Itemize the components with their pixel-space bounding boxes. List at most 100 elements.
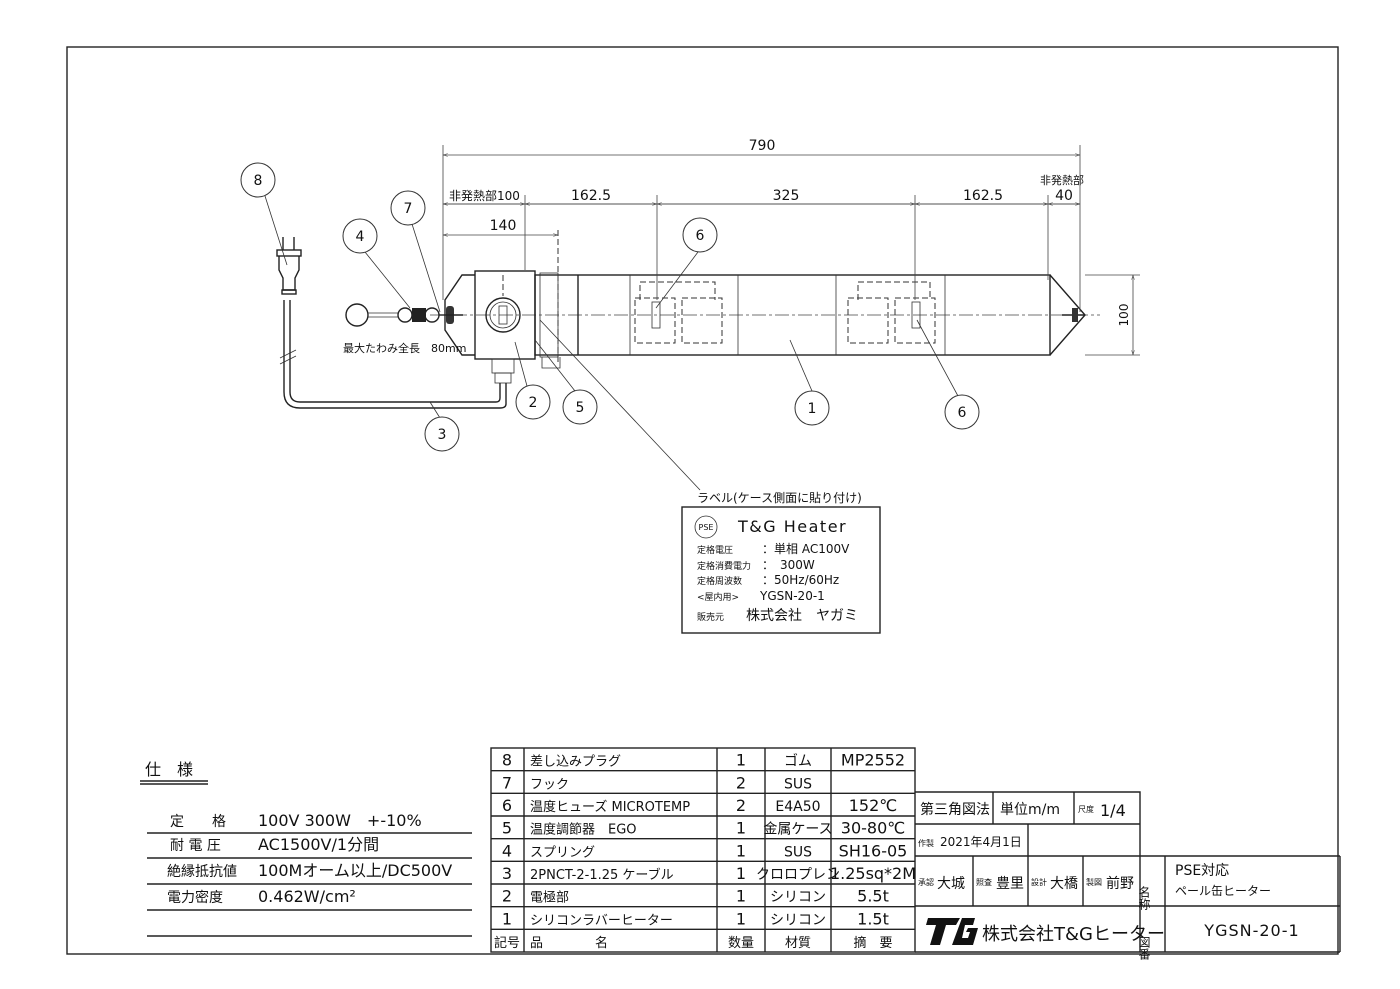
parts-cell: SUS	[784, 844, 812, 860]
dim-non-heat-right: 40	[1055, 188, 1073, 204]
parts-cell: 4	[502, 841, 512, 860]
svg-text:単位m/m: 単位m/m	[1000, 802, 1060, 818]
parts-cell: 5.5t	[857, 887, 889, 906]
svg-text:2021年4月1日: 2021年4月1日	[940, 835, 1022, 849]
svg-text:1: 1	[808, 401, 817, 417]
svg-text:7: 7	[404, 201, 413, 217]
parts-cell: 8	[502, 751, 512, 770]
parts-cell: 1	[736, 751, 746, 770]
svg-text:作製: 作製	[918, 838, 934, 848]
parts-cell: ゴム	[784, 753, 812, 770]
parts-cell: 1	[736, 887, 746, 906]
balloon-2: 2	[515, 384, 551, 420]
parts-cell: 3	[502, 864, 512, 883]
svg-text:：単相 AC100V: ：単相 AC100V	[762, 542, 850, 556]
svg-text:5: 5	[576, 400, 585, 416]
spring-note: 最大たわみ全長 80mm	[343, 341, 466, 355]
dim-seg1: 162.5	[571, 188, 611, 204]
svg-text:定格周波数: 定格周波数	[697, 575, 742, 587]
parts-cell: 2	[736, 773, 746, 792]
svg-text:0.462W/cm²: 0.462W/cm²	[258, 887, 356, 906]
parts-cell: 電極部	[530, 890, 569, 906]
balloon-8: 8	[240, 162, 276, 198]
parts-cell: 1.25sq*2M	[830, 864, 916, 883]
svg-text:100Mオーム以上/DC500V: 100Mオーム以上/DC500V	[258, 861, 452, 880]
dimensions: 790 非発熱部100 162.5 325 162.5 非発熱部 40 140 …	[443, 138, 1140, 365]
parts-cell: シリコンラバーヒーター	[530, 913, 673, 928]
parts-cell: 30-80℃	[841, 819, 905, 838]
svg-text:ペール缶ヒーター: ペール缶ヒーター	[1175, 884, 1271, 898]
svg-text:2: 2	[529, 395, 538, 411]
svg-text:定格電圧: 定格電圧	[697, 544, 733, 556]
dim-non-heat-left: 非発熱部100	[449, 188, 520, 203]
parts-cell: 温度調節器 EGO	[530, 822, 637, 838]
parts-cell: シリコン	[770, 912, 826, 928]
thermostat-dial	[485, 297, 521, 333]
parts-cell: 1.5t	[857, 909, 889, 928]
drawing-number: YGSN-20-1	[1203, 921, 1299, 940]
spec-title: 仕 様	[145, 760, 193, 779]
svg-text:3: 3	[438, 427, 447, 443]
parts-header-cell: 摘 要	[853, 935, 892, 951]
parts-cell: 温度ヒューズ MICROTEMP	[530, 799, 690, 815]
label-caption: ラベル(ケース側面に貼り付け)	[697, 490, 862, 505]
company-logo-icon	[926, 918, 978, 945]
parts-cell: 差し込みプラグ	[530, 755, 621, 770]
parts-cell: SUS	[784, 776, 812, 792]
parts-header-cell: 品 名	[530, 935, 608, 951]
parts-cell: E4A50	[775, 799, 820, 815]
parts-cell: スプリング	[530, 845, 595, 860]
svg-text:製図: 製図	[1086, 877, 1102, 887]
dim-box-width: 140	[490, 218, 517, 234]
pse-mark-icon	[694, 515, 718, 539]
dim-non-heat-right-label: 非発熱部	[1040, 173, 1084, 187]
parts-cell: 2	[502, 887, 512, 906]
drawing-border	[66, 46, 1339, 955]
svg-text:AC1500V/1分間: AC1500V/1分間	[258, 835, 379, 854]
svg-text:名称: 名称	[1137, 885, 1151, 910]
parts-cell: クロロプレン	[756, 867, 840, 883]
balloon-5: 5	[562, 389, 598, 425]
cable-gland	[491, 358, 515, 374]
balloon-7: 7	[390, 190, 426, 226]
parts-cell: SH16-05	[839, 841, 908, 860]
parts-cell: 金属ケース	[763, 822, 832, 838]
title-block: 第三角図法 単位m/m 尺度 1/4 作製 2021年4月1日 承認大城 照査豊…	[915, 791, 1341, 961]
svg-text:6: 6	[696, 228, 705, 244]
label-brand: T&G Heater	[737, 517, 847, 536]
svg-text:株式会社 ヤガミ: 株式会社 ヤガミ	[746, 608, 858, 624]
svg-text:絶縁抵抗値: 絶縁抵抗値	[167, 864, 237, 880]
parts-cell: 1	[736, 909, 746, 928]
balloons: 8 7 4 6 2 5 1 6 3	[240, 162, 980, 491]
svg-text:1/4: 1/4	[1100, 801, 1126, 820]
balloon-1: 1	[794, 390, 830, 426]
svg-text:大橋: 大橋	[1050, 876, 1078, 892]
cable	[289, 300, 501, 403]
svg-text:：50Hz/60Hz: ：50Hz/60Hz	[762, 573, 839, 587]
svg-text:定 格: 定 格	[170, 814, 226, 830]
svg-text:大城: 大城	[937, 876, 965, 892]
svg-text:第三角図法: 第三角図法	[920, 801, 990, 818]
label-box: ラベル(ケース側面に貼り付け) PSE T&G Heater 定格電圧：単相 A…	[681, 490, 881, 634]
svg-text:設計: 設計	[1031, 877, 1047, 887]
thermal-fuse-icon	[651, 301, 661, 329]
svg-text:照査: 照査	[976, 877, 992, 887]
parts-header-cell: 数量	[728, 936, 754, 951]
svg-text:耐 電 圧: 耐 電 圧	[170, 838, 221, 854]
balloon-6: 6	[682, 217, 718, 253]
balloon-3: 3	[424, 416, 460, 452]
svg-text:6: 6	[958, 405, 967, 421]
company-name: 株式会社T&Gヒーター	[982, 924, 1165, 945]
balloon-4: 4	[342, 218, 378, 254]
svg-text:YGSN-20-1: YGSN-20-1	[759, 589, 825, 603]
svg-text:承認: 承認	[918, 877, 934, 887]
parts-cell: 7	[502, 773, 512, 792]
parts-cell: 6	[502, 796, 512, 815]
parts-cell: フック	[530, 777, 569, 792]
parts-cell: 1	[736, 841, 746, 860]
heater-body: 最大たわみ全長 80mm	[276, 237, 1100, 409]
dim-height: 100	[1117, 304, 1131, 327]
parts-header-cell: 材質	[785, 936, 811, 951]
